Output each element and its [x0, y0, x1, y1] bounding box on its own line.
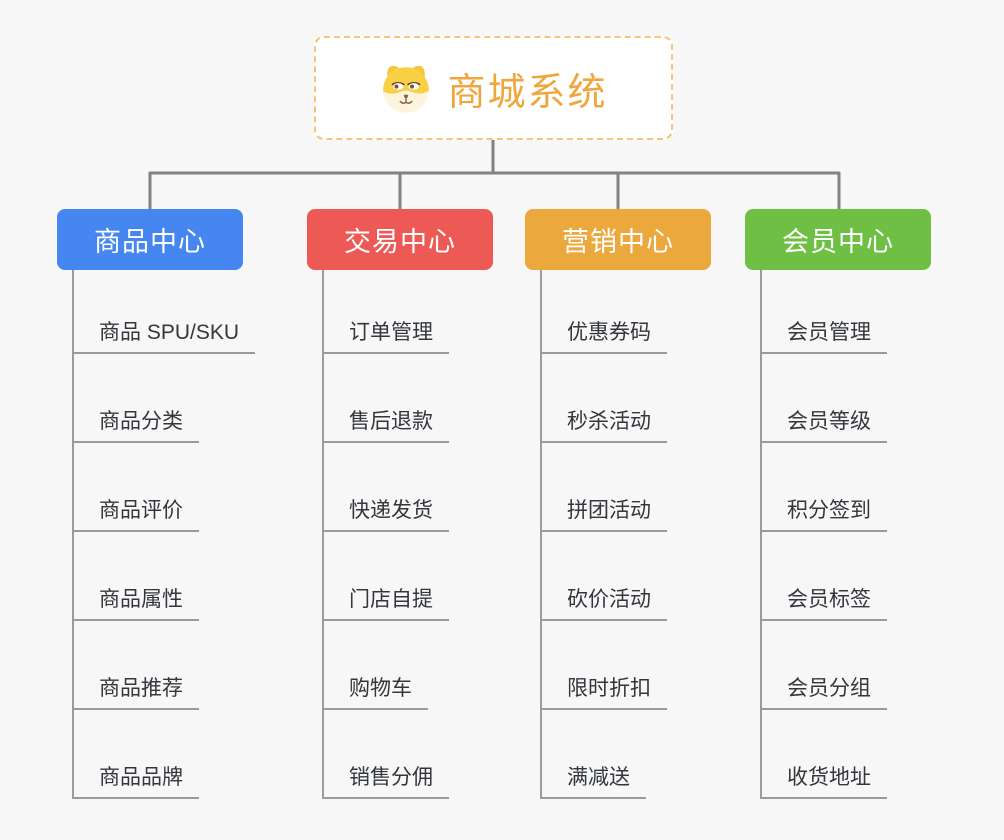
mindmap-item[interactable]: 积分签到: [760, 488, 887, 532]
shiba-dog-icon: [383, 65, 430, 113]
mindmap-item[interactable]: 会员管理: [760, 310, 887, 354]
mindmap-item-label: 满减送: [567, 766, 630, 789]
mindmap-item[interactable]: 收货地址: [760, 755, 887, 799]
mindmap-item-label: 商品 SPU/SKU: [99, 321, 240, 344]
mindmap-item-label: 门店自提: [349, 588, 433, 611]
branch-header-2[interactable]: 交易中心: [307, 209, 493, 270]
mindmap-item-label: 商品推荐: [99, 677, 183, 700]
mindmap-item-label: 会员标签: [787, 588, 871, 611]
mindmap-item[interactable]: 秒杀活动: [540, 399, 667, 443]
branch-column-1: 商品中心商品 SPU/SKU 商品分类商品评价商品属性商品推荐商品品牌: [57, 209, 307, 809]
mindmap-item-label: 商品品牌: [99, 766, 183, 789]
mindmap-item-label: 限时折扣: [567, 677, 651, 700]
branch-header-label: 商品中心: [94, 227, 206, 257]
mindmap-item-label: 销售分佣: [349, 766, 433, 789]
mindmap-item[interactable]: 订单管理: [322, 310, 449, 354]
mindmap-item[interactable]: 砍价活动: [540, 577, 667, 621]
mindmap-item-label: 商品评价: [99, 499, 183, 522]
branch-header-label: 营销中心: [562, 227, 674, 257]
mindmap-item-label: 订单管理: [349, 321, 433, 344]
mindmap-item-label: 优惠券码: [567, 321, 651, 344]
mindmap-item[interactable]: 会员等级: [760, 399, 887, 443]
mindmap-item[interactable]: 商品属性: [72, 577, 199, 621]
branch-spine-line: [760, 270, 762, 799]
mindmap-item[interactable]: 商品品牌: [72, 755, 199, 799]
root-node[interactable]: 商城系统: [314, 36, 673, 140]
mindmap-item-label: 会员等级: [787, 410, 871, 433]
branch-header-1[interactable]: 商品中心: [57, 209, 243, 270]
mindmap-item[interactable]: 满减送: [540, 755, 646, 799]
mindmap-item-label: 快递发货: [349, 499, 433, 522]
branch-spine-line: [72, 270, 74, 799]
mindmap-item[interactable]: 限时折扣: [540, 666, 667, 710]
branch-column-4: 会员中心会员管理会员等级积分签到会员标签会员分组收货地址: [745, 209, 995, 809]
branch-header-label: 交易中心: [344, 227, 456, 257]
mindmap-item-label: 拼团活动: [567, 499, 651, 522]
mindmap-item-label: 砍价活动: [567, 588, 651, 611]
mindmap-item[interactable]: 售后退款: [322, 399, 449, 443]
mindmap-item-label: 商品分类: [99, 410, 183, 433]
mindmap-item-label: 会员分组: [787, 677, 871, 700]
mindmap-item[interactable]: 门店自提: [322, 577, 449, 621]
root-title: 商城系统: [447, 71, 608, 114]
mindmap-item[interactable]: 商品分类: [72, 399, 199, 443]
mindmap-item-label: 秒杀活动: [567, 410, 651, 433]
mindmap-item-label: 收货地址: [787, 766, 871, 789]
mindmap-item[interactable]: 会员标签: [760, 577, 887, 621]
branch-spine-line: [540, 270, 542, 799]
mindmap-item[interactable]: 拼团活动: [540, 488, 667, 532]
mindmap-item-label: 购物车: [349, 677, 412, 700]
mindmap-item-label: 会员管理: [787, 321, 871, 344]
mindmap-item[interactable]: 优惠券码: [540, 310, 667, 354]
mindmap-item[interactable]: 购物车: [322, 666, 428, 710]
branch-spine-line: [322, 270, 324, 799]
mindmap-item-label: 售后退款: [349, 410, 433, 433]
mindmap-item-label: 商品属性: [99, 588, 183, 611]
mindmap-item-label: 积分签到: [787, 499, 871, 522]
branch-column-3: 营销中心优惠券码秒杀活动拼团活动砍价活动限时折扣满减送: [525, 209, 775, 809]
mindmap-item[interactable]: 商品评价: [72, 488, 199, 532]
mindmap-item[interactable]: 商品 SPU/SKU: [72, 310, 256, 354]
branch-header-3[interactable]: 营销中心: [525, 209, 711, 270]
mindmap-item[interactable]: 会员分组: [760, 666, 887, 710]
mindmap-item[interactable]: 快递发货: [322, 488, 449, 532]
branch-header-4[interactable]: 会员中心: [745, 209, 931, 270]
mindmap-item[interactable]: 商品推荐: [72, 666, 199, 710]
branch-column-2: 交易中心订单管理售后退款快递发货门店自提购物车销售分佣: [307, 209, 557, 809]
branch-header-label: 会员中心: [782, 227, 894, 257]
mindmap-item[interactable]: 销售分佣: [322, 755, 449, 799]
